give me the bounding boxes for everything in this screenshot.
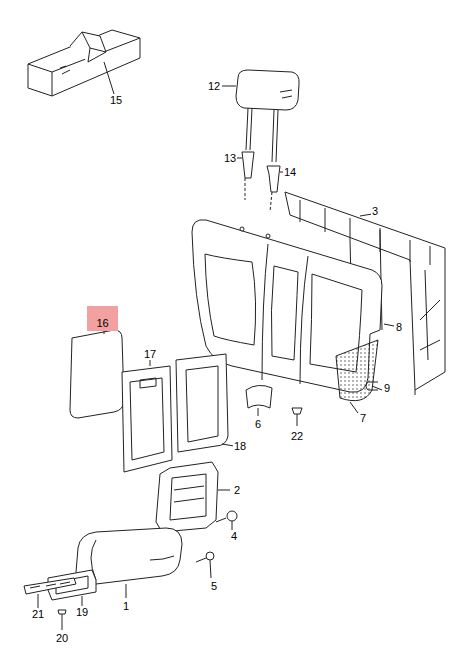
callout-number: 2 — [233, 484, 241, 496]
drawing-stroke — [28, 30, 140, 96]
drawing-stroke — [350, 402, 358, 413]
drawing-stroke — [232, 521, 233, 530]
drawing-stroke — [62, 614, 63, 630]
drawing-stroke — [384, 324, 394, 326]
callout-number: 12 — [207, 80, 221, 92]
drawing-stroke — [126, 584, 127, 598]
drawing-stroke — [372, 386, 382, 390]
cover-cap — [246, 385, 272, 416]
callout-number: 14 — [283, 166, 297, 178]
drawing-stroke — [156, 462, 218, 532]
drawing-stroke — [280, 90, 292, 98]
drawing-stroke — [30, 582, 70, 588]
drawing-stroke — [82, 32, 106, 62]
drawing-stroke — [242, 152, 254, 178]
drawing-stroke — [245, 178, 246, 200]
screw-lower — [196, 552, 214, 578]
drawing-stroke — [258, 408, 259, 416]
drawing-stroke — [240, 227, 244, 231]
drawing-stroke — [206, 552, 214, 560]
drawing-stroke — [186, 366, 218, 442]
drawing-stroke — [216, 518, 226, 522]
drawing-stroke — [270, 192, 272, 212]
drawing-stroke — [60, 66, 70, 74]
drawing-stroke — [205, 254, 256, 345]
callout-number: 19 — [75, 606, 89, 618]
drawing-stroke — [276, 110, 278, 162]
drawing-stroke — [246, 385, 272, 408]
drawing-stroke — [150, 360, 151, 366]
callout-number: 13 — [223, 152, 237, 164]
callout-number: 22 — [290, 430, 304, 442]
screw-small — [58, 610, 66, 630]
callout-number: 16 — [96, 317, 108, 329]
drawing-stroke — [336, 340, 378, 401]
drawing-stroke — [227, 511, 237, 521]
callout-number: 18 — [233, 440, 247, 452]
drawing-stroke — [130, 378, 164, 460]
trim-frame-rear — [176, 354, 234, 452]
bolt — [216, 511, 237, 530]
drawing-stroke — [415, 270, 440, 395]
trim-frame — [122, 360, 172, 472]
drawing-stroke — [210, 560, 211, 578]
highlight-box: 16 — [87, 306, 118, 331]
drawing — [24, 30, 445, 630]
drawing-stroke — [250, 108, 252, 150]
screw — [292, 408, 302, 426]
drawing-stroke — [236, 70, 299, 110]
drawing-stroke — [196, 558, 206, 562]
drawing-stroke — [24, 578, 76, 594]
drawing-stroke — [122, 366, 172, 472]
drawing-stroke — [237, 158, 242, 159]
callout-number: 1 — [122, 600, 130, 612]
drawing-stroke — [91, 540, 174, 580]
callout-number: 15 — [109, 94, 123, 106]
drawing-stroke — [70, 32, 106, 62]
drawing-stroke — [266, 234, 270, 238]
armrest-bracket — [156, 462, 230, 532]
callout-number: 17 — [143, 348, 157, 360]
drawing-stroke — [297, 414, 298, 426]
drawing-stroke — [140, 378, 156, 388]
drawing-stroke — [170, 474, 206, 520]
drawing-stroke — [218, 490, 230, 491]
center-headrest-bar — [28, 30, 140, 96]
drawing-stroke — [262, 244, 308, 384]
drawing-stroke — [176, 354, 228, 452]
callout-number: 9 — [383, 382, 391, 394]
callout-number: 5 — [210, 580, 218, 592]
drawing-stroke — [70, 330, 124, 418]
clip — [350, 382, 382, 413]
drawing-stroke — [82, 596, 83, 606]
callout-number: 8 — [395, 321, 403, 333]
drawing-stroke — [222, 86, 236, 87]
cover-panel — [70, 330, 124, 418]
callout-number: 3 — [371, 205, 379, 217]
drawing-stroke — [271, 266, 298, 360]
callout-number: 20 — [55, 632, 69, 644]
drawing-stroke — [174, 486, 204, 502]
drawing-stroke — [38, 594, 39, 608]
drawing-stroke — [272, 110, 274, 162]
drawing-stroke — [292, 408, 302, 414]
headrest — [222, 70, 299, 162]
callout-number: 7 — [359, 412, 367, 424]
drawing-stroke — [246, 108, 248, 150]
drawing-stroke — [58, 610, 66, 614]
callout-number: 6 — [254, 418, 262, 430]
callout-number: 4 — [230, 530, 238, 542]
drawing-stroke — [104, 62, 114, 94]
trim-strip — [24, 578, 76, 608]
callout-number: 21 — [31, 608, 45, 620]
headrest-guides — [237, 152, 284, 212]
drawing-stroke — [267, 166, 280, 192]
